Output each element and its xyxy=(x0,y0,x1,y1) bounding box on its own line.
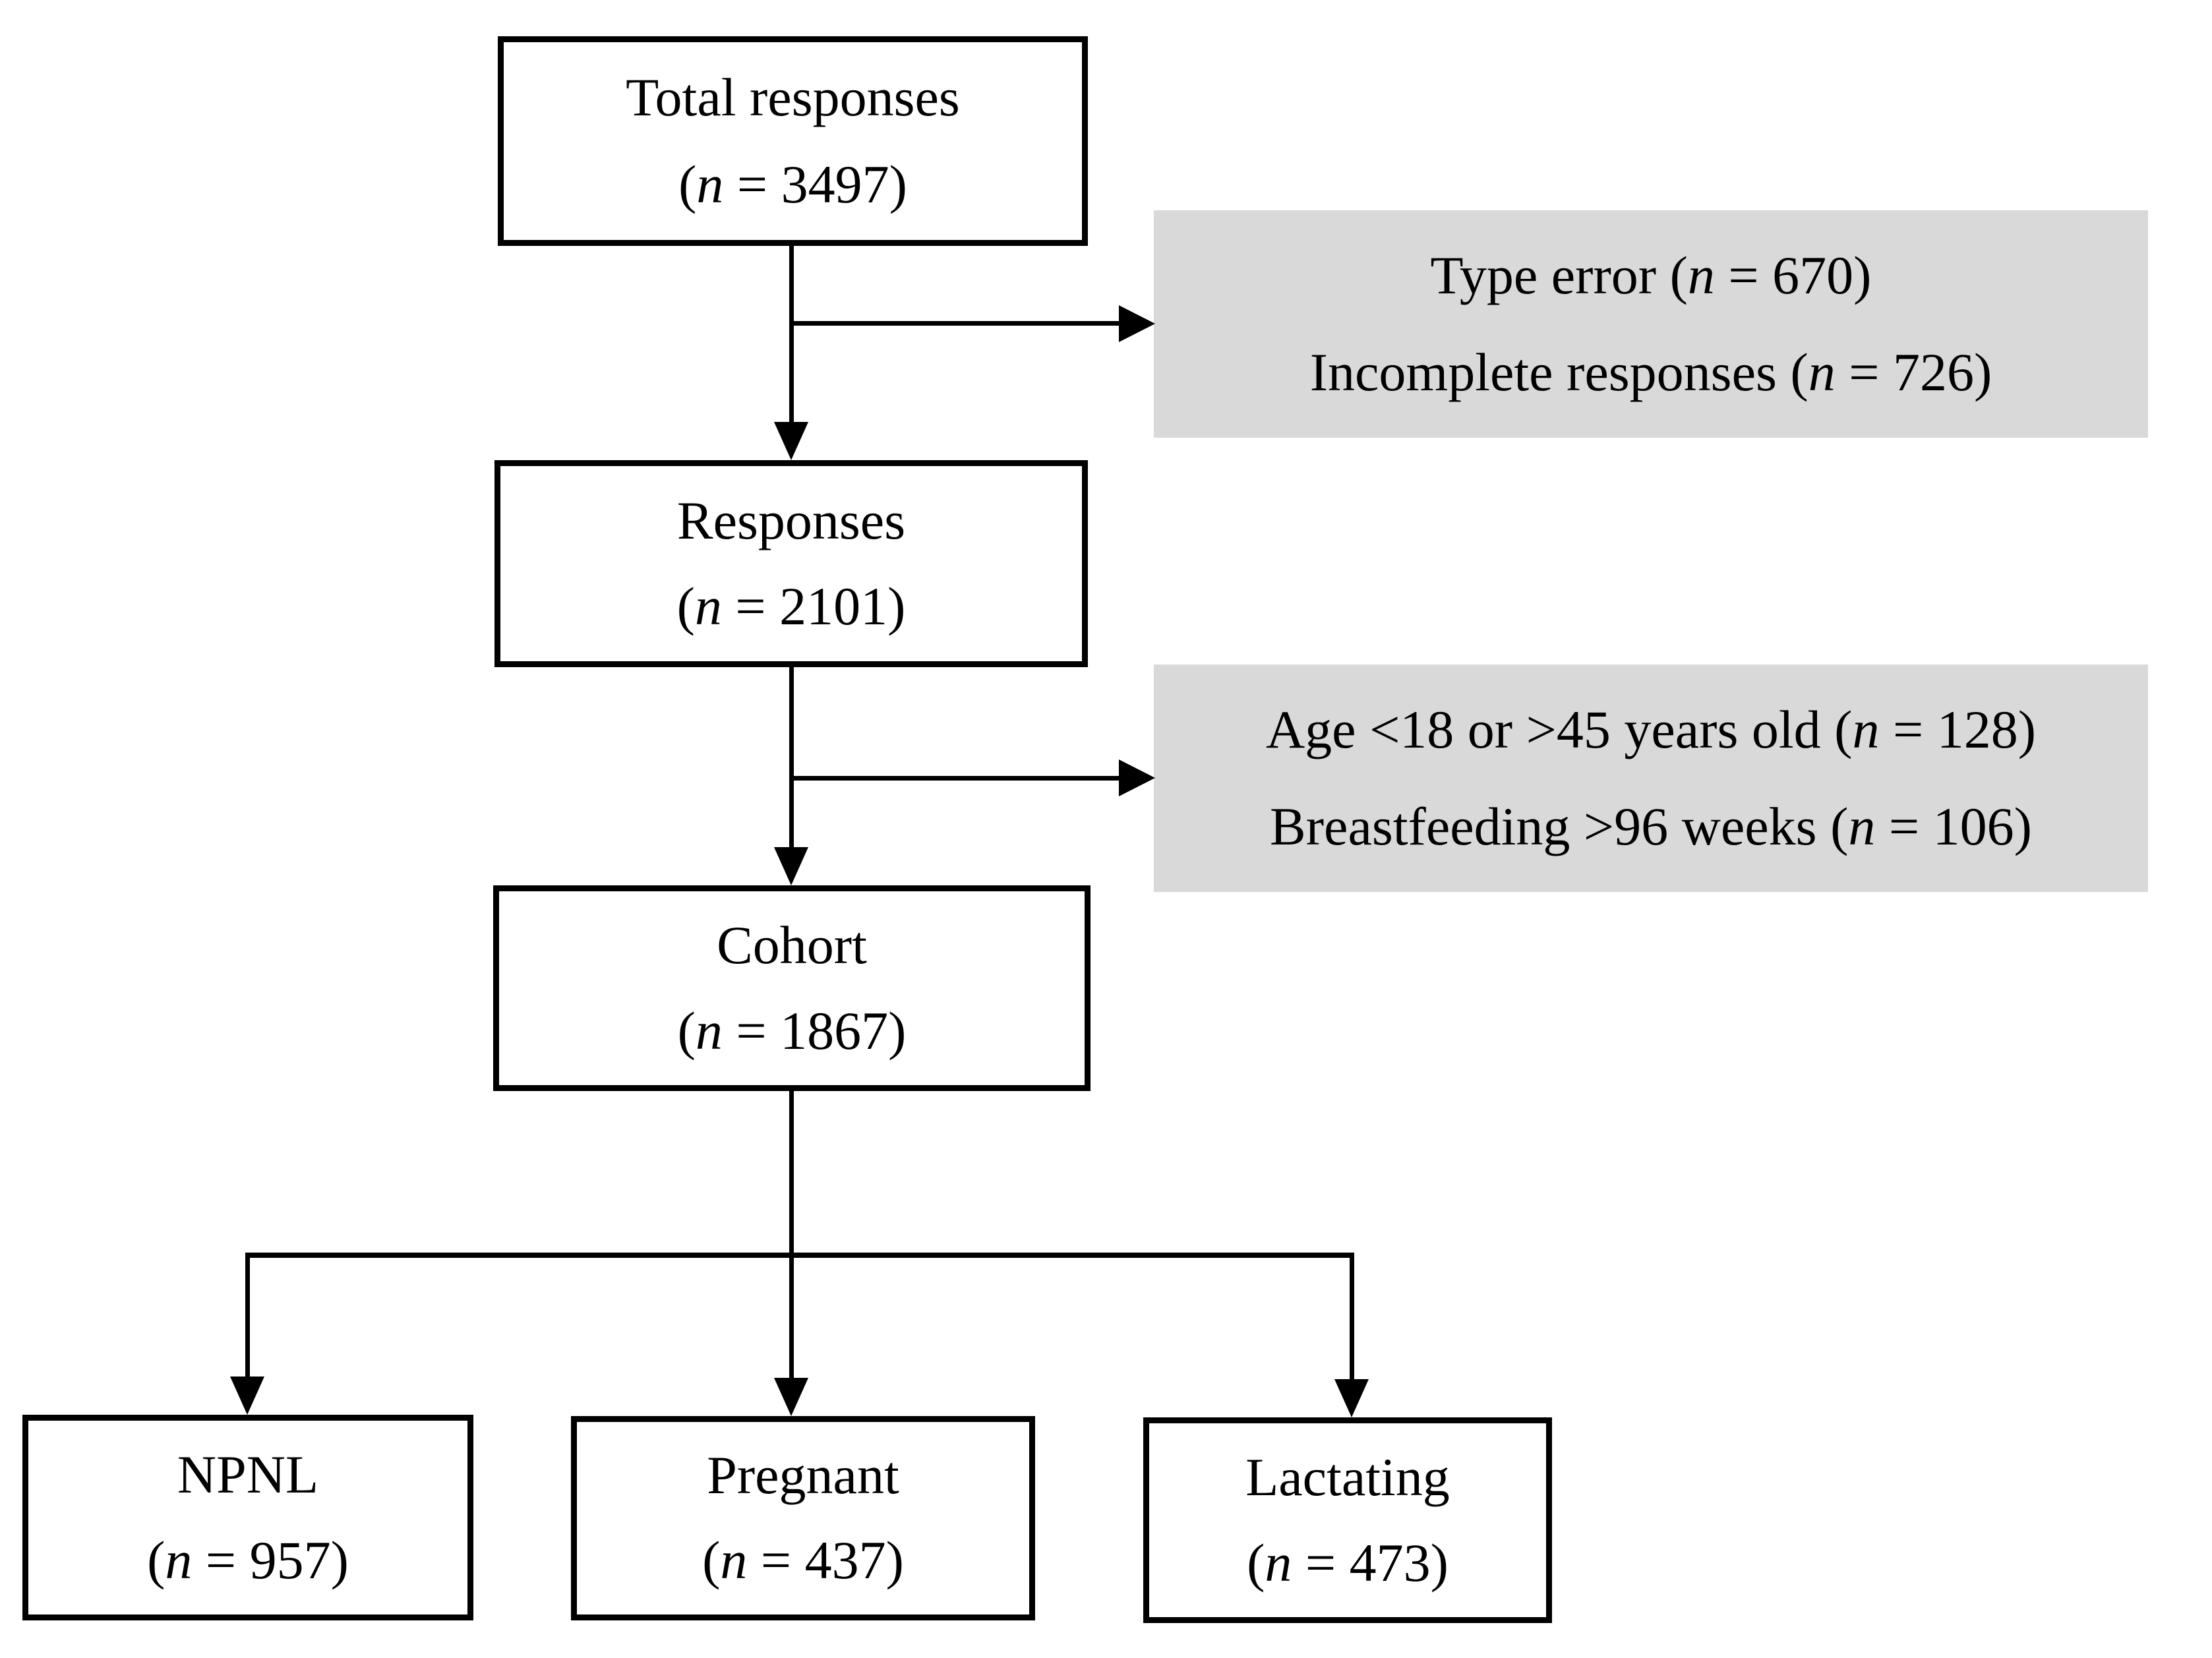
node-count: (n = 1867) xyxy=(678,1000,907,1062)
line-branch-to-lactating xyxy=(1350,1253,1354,1379)
count-n: n xyxy=(696,154,724,214)
line-to-exclusion-1 xyxy=(791,321,1120,326)
count-rest: = 2101) xyxy=(721,576,906,636)
arrowhead-down-lactating xyxy=(1334,1379,1369,1417)
node-responses: Responses (n = 2101) xyxy=(494,460,1088,667)
count-n: n xyxy=(1848,796,1876,856)
line-cohort-to-pregnant xyxy=(789,1091,794,1378)
count-rest: = 128) xyxy=(1879,699,2037,760)
node-count: (n = 473) xyxy=(1247,1532,1449,1594)
count-open: ( xyxy=(678,154,697,214)
count-rest: = 3497) xyxy=(723,154,907,214)
node-lactating: Lactating (n = 473) xyxy=(1143,1417,1552,1623)
count-n: n xyxy=(1687,245,1715,306)
arrowhead-down-cohort xyxy=(774,847,808,885)
node-label: Total responses xyxy=(626,67,960,128)
exclusion-text: Type error ( xyxy=(1430,245,1688,306)
count-n: n xyxy=(720,1530,748,1591)
count-open: ( xyxy=(677,1000,696,1061)
line-to-exclusion-2 xyxy=(791,776,1120,781)
exclusion-text: Breastfeeding >96 weeks ( xyxy=(1270,796,1849,856)
line-branch-to-npnl xyxy=(245,1253,250,1378)
count-open: ( xyxy=(1247,1532,1265,1593)
node-label: Responses xyxy=(676,490,906,550)
count-rest: = 473) xyxy=(1292,1532,1449,1593)
line-responses-to-cohort xyxy=(789,667,794,848)
node-label: Cohort xyxy=(717,915,867,976)
exclusion-line: Age <18 or >45 years old (n = 128) xyxy=(1266,699,2036,761)
node-npnl: NPNL (n = 957) xyxy=(22,1415,473,1620)
branch-line xyxy=(245,1253,1354,1258)
node-count: (n = 957) xyxy=(147,1529,349,1591)
exclusion-line: Breastfeeding >96 weeks (n = 106) xyxy=(1270,796,2032,858)
exclusion-text: Age <18 or >45 years old ( xyxy=(1265,699,1853,760)
count-n: n xyxy=(1808,341,1836,402)
node-cohort: Cohort (n = 1867) xyxy=(493,885,1091,1091)
count-rest: = 106) xyxy=(1875,796,2032,856)
count-n: n xyxy=(694,576,722,636)
arrowhead-down-responses xyxy=(774,422,808,460)
arrowhead-right-exclusion-1 xyxy=(1119,305,1155,342)
node-pregnant: Pregnant (n = 437) xyxy=(571,1416,1035,1620)
exclusion-text: Incomplete responses ( xyxy=(1309,341,1808,402)
arrowhead-down-npnl xyxy=(230,1377,264,1415)
node-label: NPNL xyxy=(177,1444,319,1505)
arrowhead-down-pregnant xyxy=(774,1378,808,1416)
count-n: n xyxy=(695,1000,723,1061)
count-rest: = 957) xyxy=(192,1529,349,1590)
line-total-to-responses xyxy=(789,246,794,422)
count-open: ( xyxy=(676,576,695,636)
count-open: ( xyxy=(147,1529,165,1590)
exclusion-box-age-breastfeeding: Age <18 or >45 years old (n = 128) Breas… xyxy=(1154,665,2148,892)
count-n: n xyxy=(1852,699,1880,760)
exclusion-box-type-error: Type error (n = 670) Incomplete response… xyxy=(1154,210,2148,438)
count-n: n xyxy=(1265,1532,1292,1593)
exclusion-line: Incomplete responses (n = 726) xyxy=(1310,341,1992,403)
count-rest: = 726) xyxy=(1835,341,1992,402)
exclusion-line: Type error (n = 670) xyxy=(1431,245,1872,307)
node-label: Pregnant xyxy=(707,1445,899,1506)
count-n: n xyxy=(165,1529,193,1590)
count-rest: = 670) xyxy=(1714,245,1872,306)
node-count: (n = 437) xyxy=(702,1529,904,1591)
count-rest: = 437) xyxy=(747,1530,904,1591)
arrowhead-right-exclusion-2 xyxy=(1119,759,1155,796)
node-total-responses: Total responses (n = 3497) xyxy=(498,36,1088,246)
count-rest: = 1867) xyxy=(722,1000,907,1061)
node-count: (n = 3497) xyxy=(678,154,907,216)
node-count: (n = 2101) xyxy=(677,576,906,637)
node-label: Lactating xyxy=(1245,1447,1450,1508)
count-open: ( xyxy=(702,1530,721,1591)
